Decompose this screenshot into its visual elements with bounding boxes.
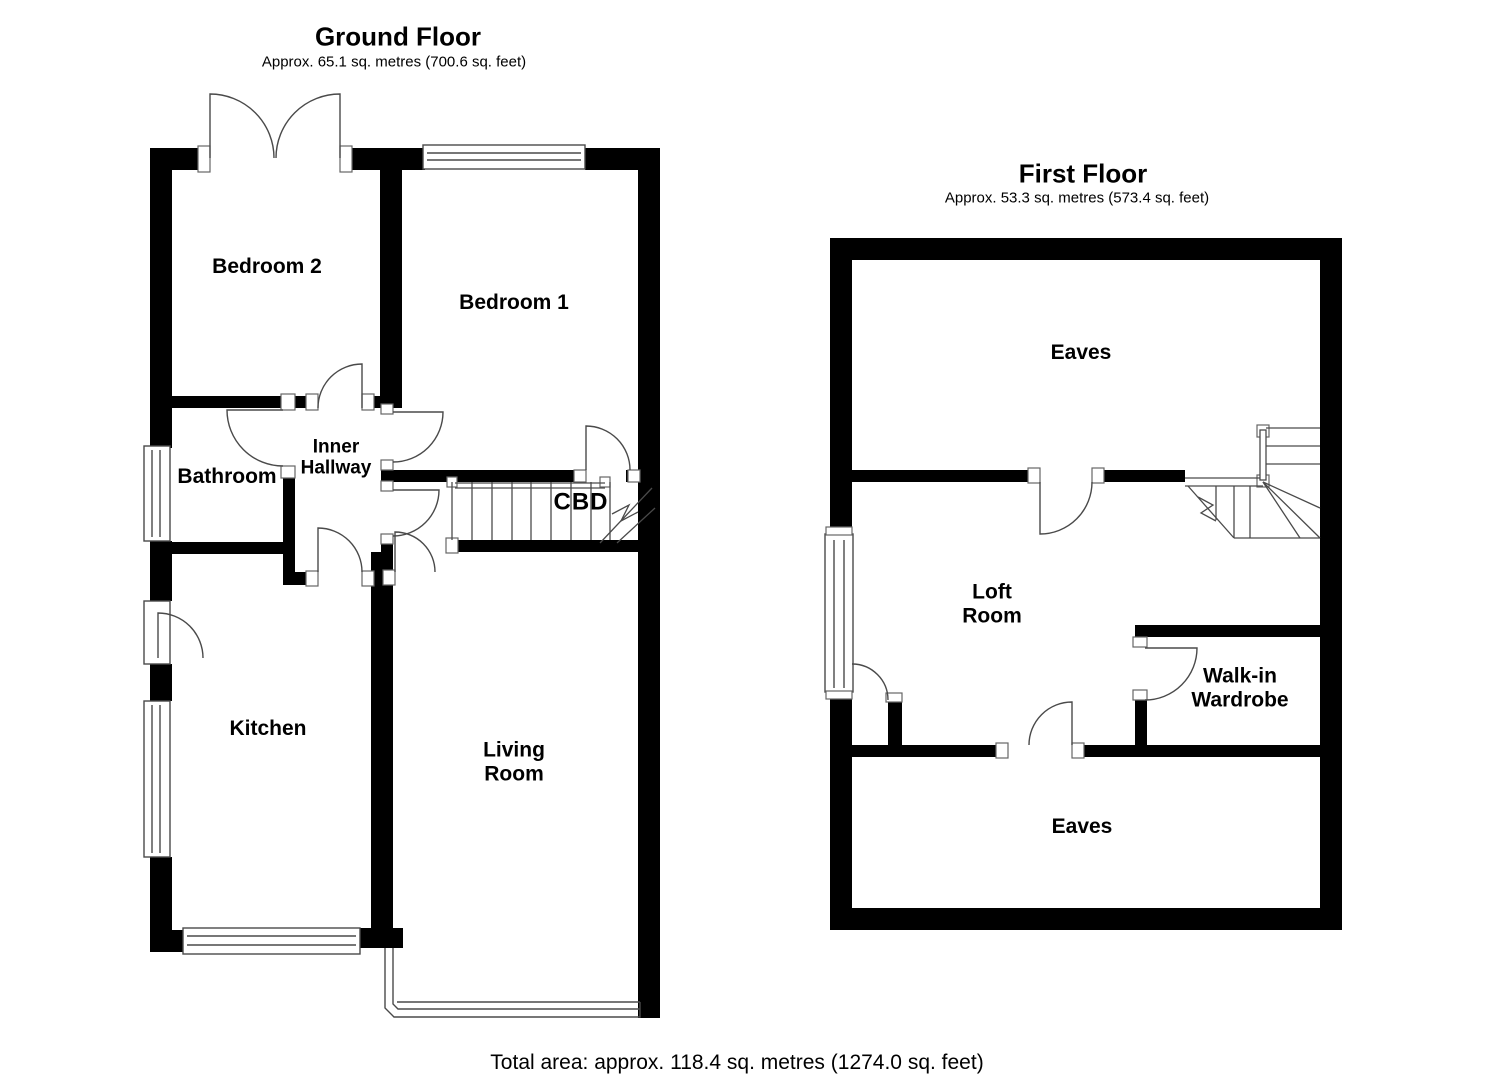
first-floor-plan [824, 238, 1342, 930]
room-label-walk-in-wardrobe: Walk-in Wardrobe [1191, 664, 1289, 711]
bedroom2-door [317, 363, 363, 409]
entrance-double-door [275, 93, 341, 159]
first-floor-window [824, 533, 854, 693]
first-floor-subtitle: Approx. 53.3 sq. metres (573.4 sq. feet) [944, 189, 1210, 207]
ground-floor-walls [150, 148, 660, 1018]
kitchen-door [317, 527, 363, 573]
room-label-inner-hallway: Inner Hallway [300, 436, 372, 479]
room-label-bedroom-2: Bedroom 2 [212, 255, 322, 279]
loft-nook-door [851, 663, 889, 701]
living-room-door [394, 531, 436, 573]
first-floor-walls [830, 238, 1342, 930]
ground-floor-jambs [197, 145, 641, 587]
first-floor-doors [851, 481, 1198, 746]
cbd-door [392, 489, 440, 537]
loft-room-door [1028, 701, 1073, 746]
total-area-text: Total area: approx. 118.4 sq. metres (12… [490, 1051, 984, 1075]
side-entrance-door [157, 612, 204, 659]
bay-window [384, 948, 641, 1018]
room-label-cbd: CBD [553, 488, 609, 516]
eaves-door [1039, 481, 1093, 535]
room-label-bathroom: Bathroom [177, 465, 277, 489]
room-label-living-room: Living Room [483, 738, 545, 785]
stairs-landing-door [585, 425, 631, 471]
first-floor-title: First Floor [1018, 158, 1148, 189]
ground-floor-plan [143, 93, 660, 1018]
wardrobe-door [1144, 647, 1198, 701]
room-label-loft-room: Loft Room [962, 580, 1022, 627]
first-floor-jambs [825, 424, 1270, 759]
ground-floor-subtitle: Approx. 65.1 sq. metres (700.6 sq. feet) [261, 53, 527, 71]
ground-floor-title: Ground Floor [314, 21, 482, 52]
room-label-bedroom-1: Bedroom 1 [459, 291, 569, 315]
entrance-double-door [209, 93, 275, 159]
first-floor-stairs [1185, 427, 1321, 539]
ground-floor-stairs [451, 482, 656, 544]
ground-floor-windows [143, 144, 586, 955]
bedroom1-door [392, 411, 444, 463]
ground-floor-doors [157, 93, 631, 659]
bathroom-door [226, 409, 284, 467]
room-label-kitchen: Kitchen [229, 717, 307, 741]
room-label-eaves-top: Eaves [1050, 341, 1112, 365]
room-label-eaves-bottom: Eaves [1051, 815, 1113, 839]
